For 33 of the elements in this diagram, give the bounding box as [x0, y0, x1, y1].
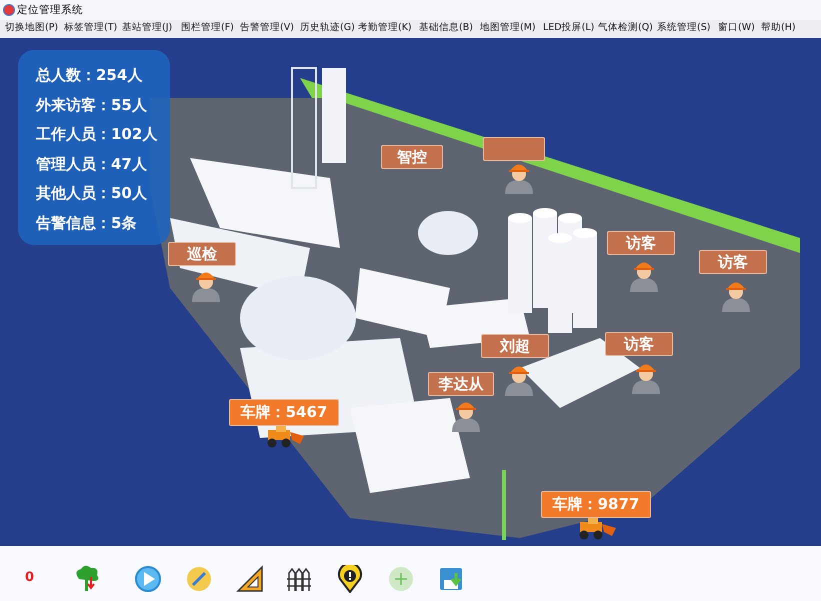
name-tag [483, 137, 545, 161]
name-tag: 巡检 [168, 242, 236, 266]
plate-tag: 车牌：9877 [541, 491, 651, 518]
name-tag: 访客 [699, 250, 767, 274]
stat-text: 工作人员：102人 [36, 125, 158, 144]
name-tag: 刘超 [481, 334, 549, 358]
stat-text: 管理人员：47人 [36, 154, 147, 174]
menu-item: 基础信息(B) [419, 21, 473, 34]
stat-text: 其他人员：50人 [36, 184, 147, 203]
menu-item: 历史轨迹(G) [300, 21, 355, 34]
menu-item: 告警管理(V) [240, 21, 294, 34]
plate-tag: 车牌：5467 [229, 399, 339, 426]
menu-item: 标签管理(T) [64, 21, 118, 34]
menu-item: 地图管理(M) [480, 21, 536, 34]
counter-text: 0 [25, 570, 34, 585]
menu-item: 基站管理(J) [122, 21, 172, 34]
name-tag: 李达从 [428, 372, 494, 396]
menu-item: LED投屏(L) [543, 21, 594, 34]
name-tag: 访客 [607, 231, 675, 255]
menu-item: 帮助(H) [761, 21, 796, 34]
menu-item: 气体检测(Q) [598, 21, 653, 34]
menu-item: 考勤管理(K) [358, 21, 412, 34]
menu-item: 围栏管理(F) [181, 21, 234, 34]
name-tag: 访客 [605, 332, 673, 356]
window-title: 定位管理系统 [17, 3, 83, 17]
menu-item: 切换地图(P) [5, 21, 58, 34]
menu-item: 窗口(W) [718, 21, 755, 34]
name-tag: 智控 [381, 145, 443, 169]
stat-text: 外来访客：55人 [36, 96, 147, 114]
stat-text: 告警信息：5条 [36, 214, 136, 232]
stat-text: 总人数：254人 [36, 66, 142, 85]
menu-item: 系统管理(S) [657, 21, 710, 34]
stats-panel [18, 50, 170, 245]
